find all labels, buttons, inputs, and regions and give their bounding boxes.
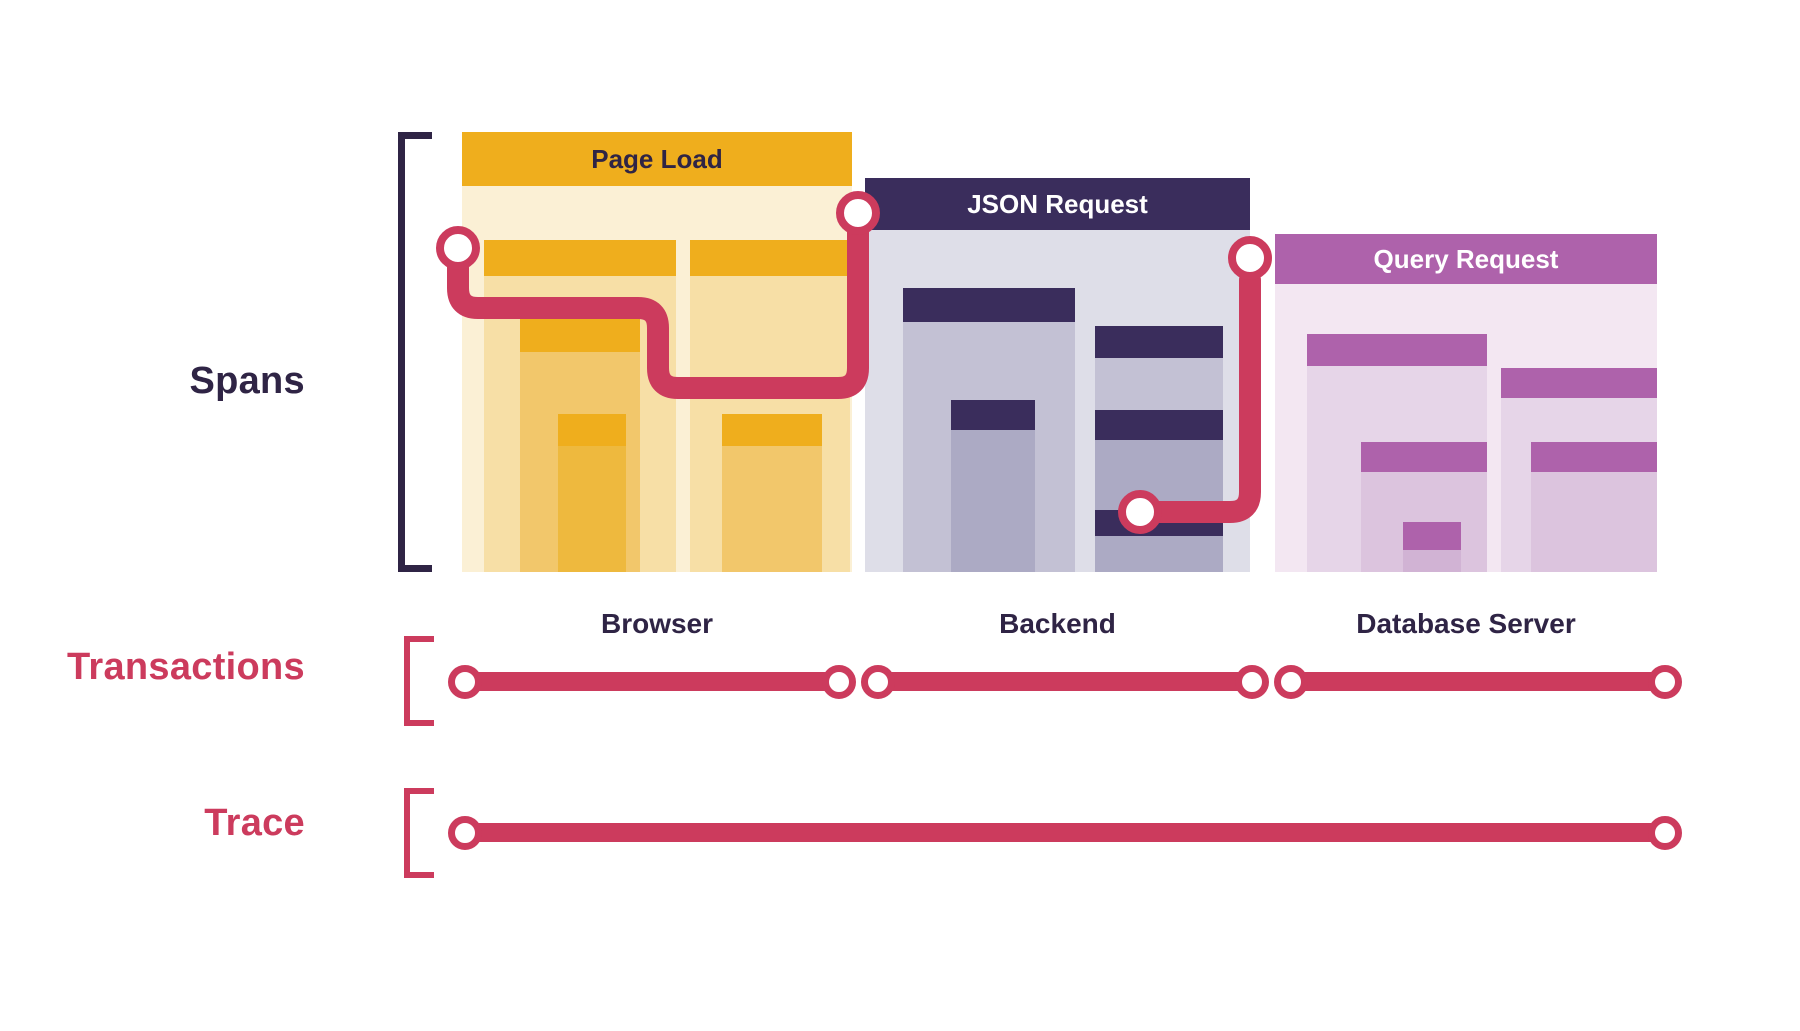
row-label-transactions: Transactions [66,646,305,688]
span-bar[interactable] [722,414,822,572]
service-caption-browser: Browser [600,608,714,639]
span-bar-cap [903,288,1075,322]
spans-bracket [398,132,432,572]
span-bar[interactable] [1403,522,1461,572]
service-caption-database: Database Server [1356,608,1576,639]
transaction-line-backend[interactable] [875,672,1255,691]
span-bar-cap [1501,368,1657,398]
span-bar-cap [520,318,640,352]
transactions-bracket [404,636,434,726]
row-label-spans: Spans [189,360,305,402]
trace-dot-end[interactable] [1648,816,1682,850]
span-bar-cap [951,400,1035,430]
transaction-dot-database-end[interactable] [1648,665,1682,699]
trace-line[interactable] [462,823,1668,842]
span-bar-cap [1095,510,1223,536]
transaction-dot-browser-end[interactable] [822,665,856,699]
span-bar-cap [690,240,850,276]
transaction-line-database[interactable] [1288,672,1668,691]
span-bar-cap [1361,442,1487,472]
span-bar-cap [1531,442,1657,472]
transaction-dot-browser-start[interactable] [448,665,482,699]
transaction-line-browser[interactable] [462,672,842,691]
span-bar-cap [1403,522,1461,550]
service-caption-backend: Backend [999,608,1116,639]
panel-title-browser: Page Load [462,132,852,186]
panel-title-database: Query Request [1275,234,1657,284]
trace-bracket [404,788,434,878]
span-bar-cap [1095,326,1223,358]
span-bar[interactable] [951,400,1035,572]
span-panel-database[interactable]: Query Request [1275,234,1657,572]
transaction-dot-backend-end[interactable] [1235,665,1269,699]
span-panel-backend[interactable]: JSON Request [865,178,1250,572]
row-label-trace: Trace [204,802,305,844]
span-bar[interactable] [1531,442,1657,572]
panel-title-backend: JSON Request [865,178,1250,230]
trace-dot-start[interactable] [448,816,482,850]
span-bar[interactable] [1095,510,1223,572]
transaction-dot-backend-start[interactable] [861,665,895,699]
span-panel-browser[interactable]: Page Load [462,132,852,572]
span-bar-cap [1307,334,1487,366]
span-bar-cap [558,414,626,446]
span-bar-cap [1095,410,1223,440]
span-bar[interactable] [558,414,626,572]
transaction-dot-database-start[interactable] [1274,665,1308,699]
span-bar-cap [484,240,676,276]
span-bar-cap [722,414,822,446]
